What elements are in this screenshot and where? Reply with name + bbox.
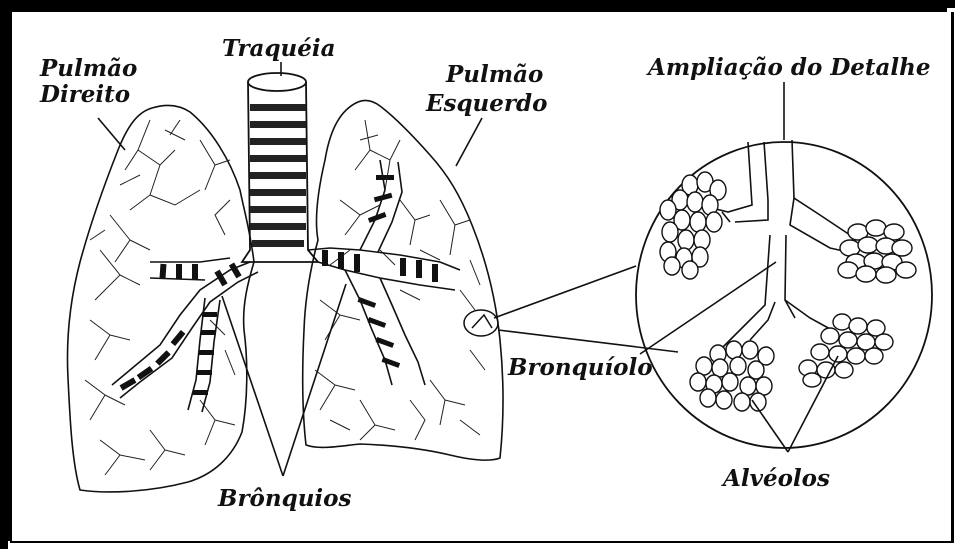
right-lung-label-line2: Direito xyxy=(40,82,130,108)
left-lung-label-line1: Pulmão xyxy=(446,62,543,88)
bronchi-label: Brônquios xyxy=(218,486,351,512)
detail-label: Ampliação do Detalhe xyxy=(648,55,931,81)
alveoli-label: Alvéolos xyxy=(723,466,830,492)
right-lung-label-line1: Pulmão xyxy=(40,56,137,82)
bronchiole-label: Bronquíolo xyxy=(508,355,653,381)
left-lung-label-line2: Esquerdo xyxy=(426,91,547,117)
trachea-label: Traquéia xyxy=(222,36,336,62)
